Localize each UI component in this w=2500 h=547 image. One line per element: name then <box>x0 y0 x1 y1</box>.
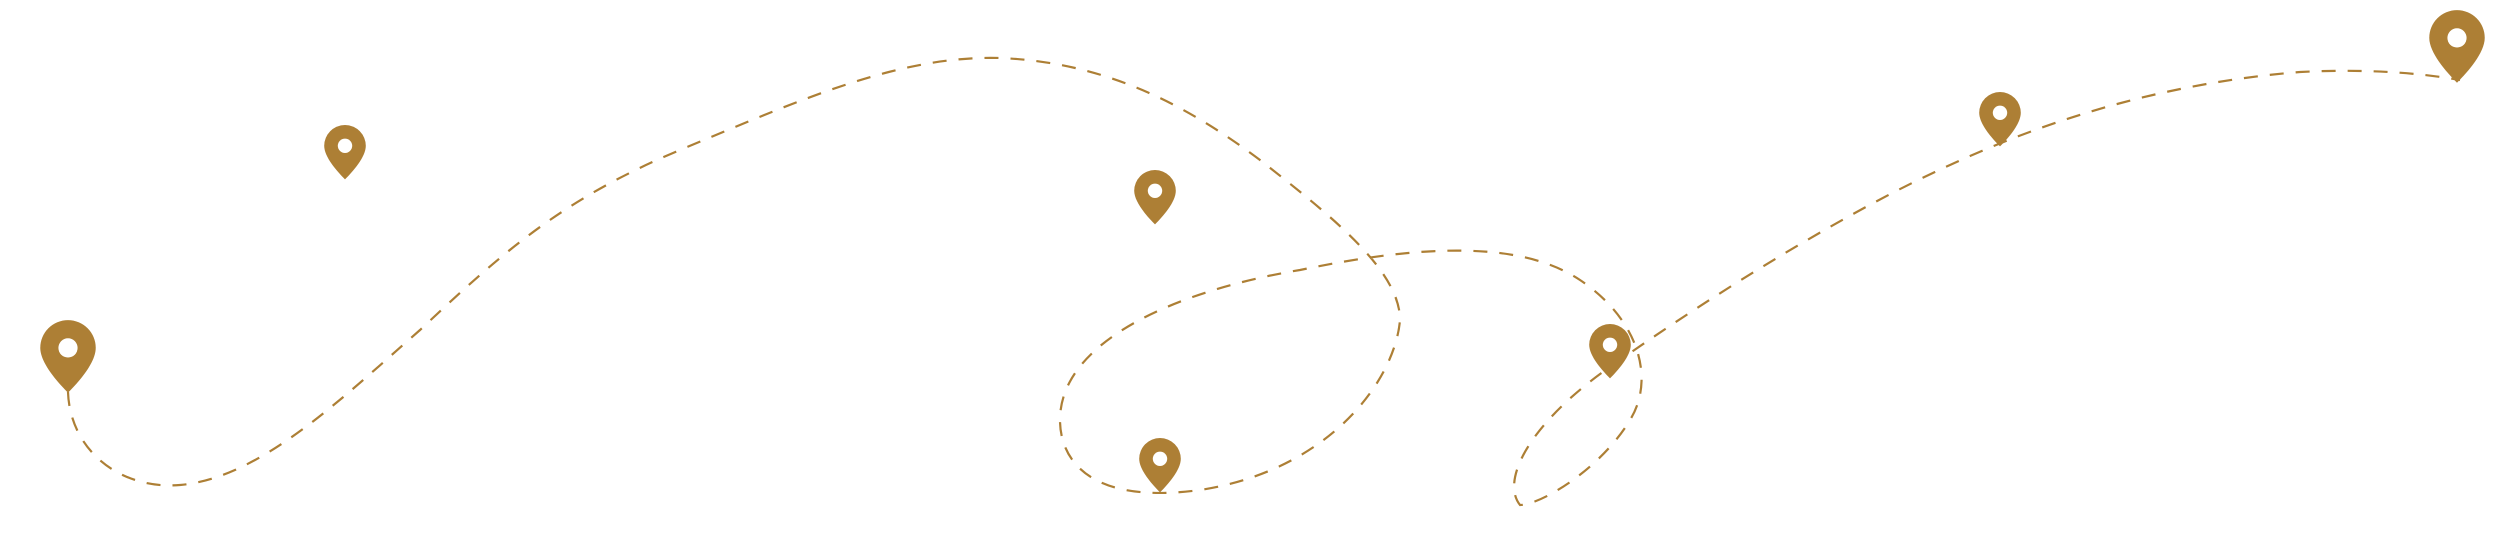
map-pin-icon <box>324 125 366 180</box>
map-pin-icon <box>1589 324 1631 379</box>
map-pin-icon <box>2429 10 2485 83</box>
map-pin-icon <box>1979 92 2021 147</box>
map-pin-icon <box>1139 438 1181 493</box>
map-pin-icon <box>40 320 96 393</box>
dashed-route-path <box>66 56 2461 507</box>
map-pin-icon <box>1134 170 1176 225</box>
